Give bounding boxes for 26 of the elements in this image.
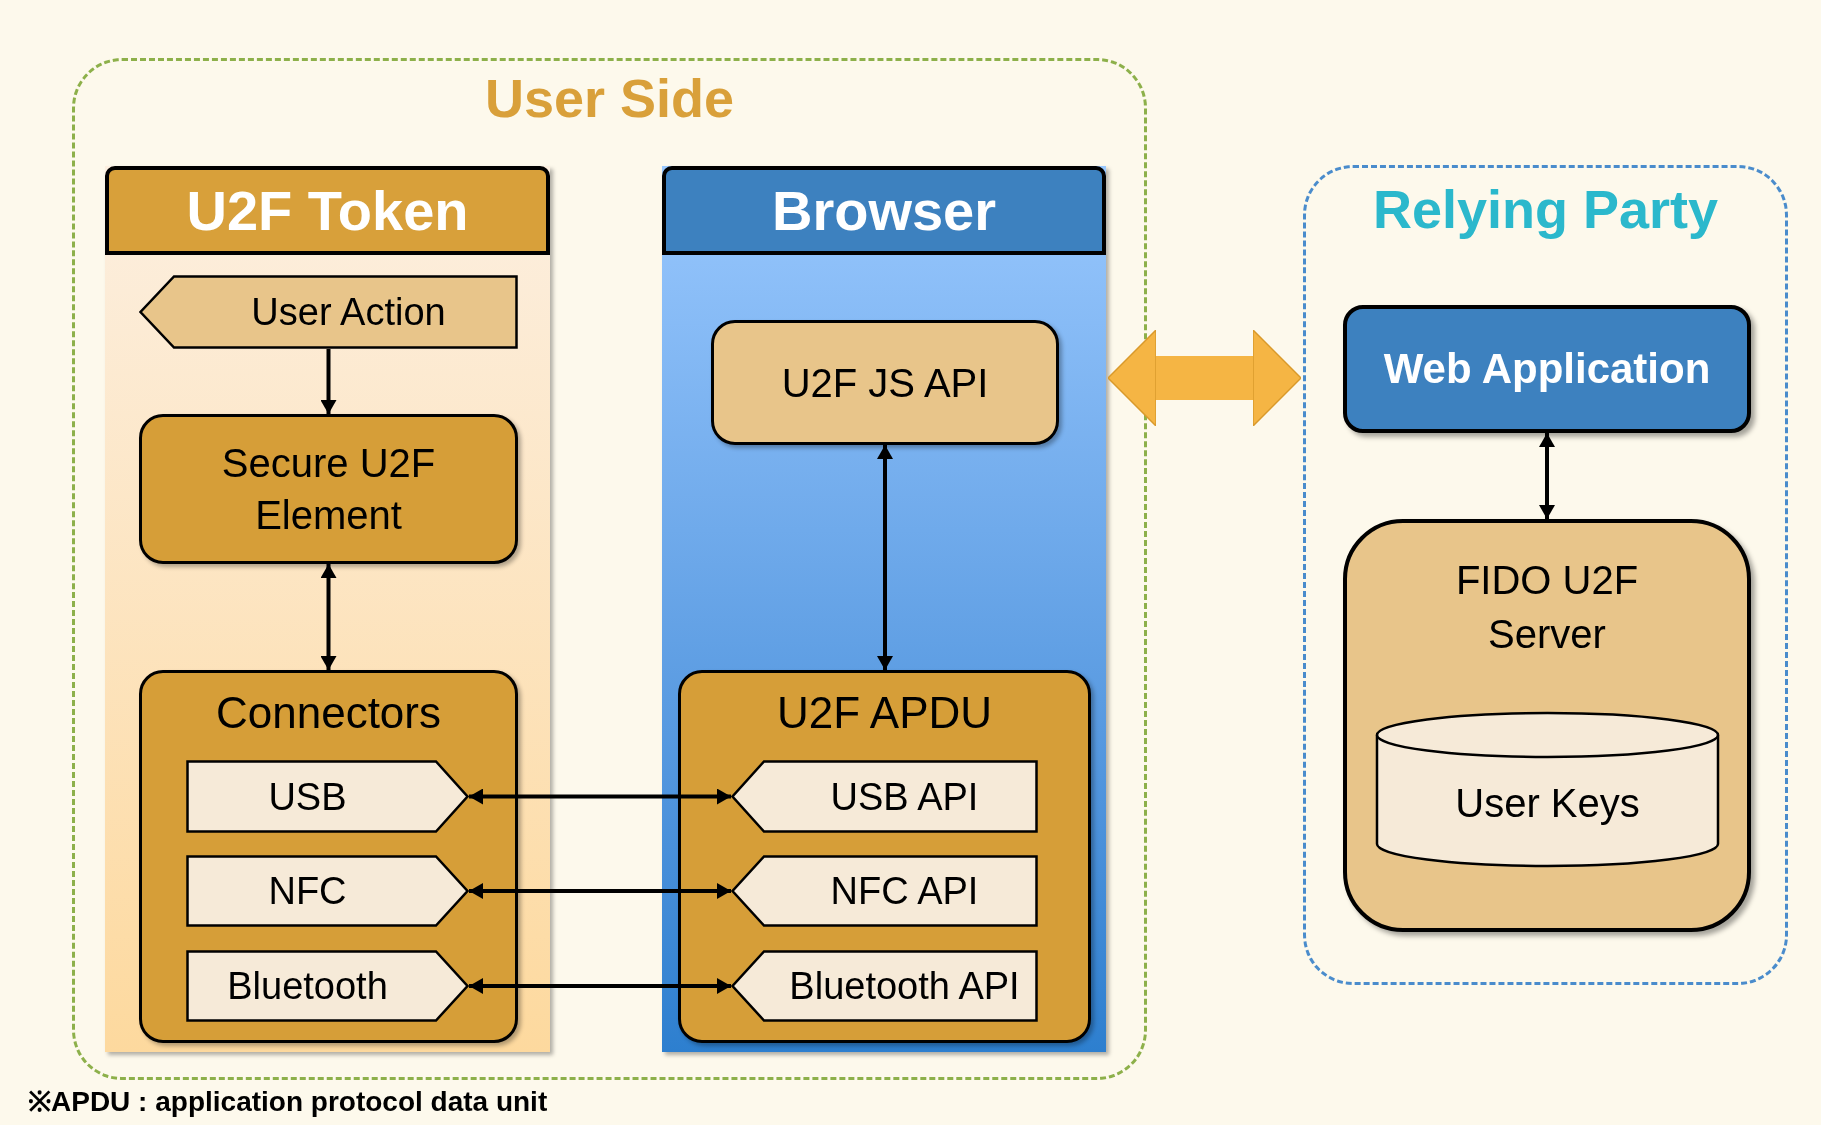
tag-label: User Action <box>251 293 446 331</box>
box-label: FIDO U2F Server <box>1454 557 1640 658</box>
tag-label: NFC <box>268 872 347 910</box>
tag-label: USB <box>268 777 347 816</box>
box-label: User Keys <box>1455 783 1640 823</box>
arrow <box>469 883 731 899</box>
arrow <box>320 564 337 670</box>
arrow <box>877 445 893 670</box>
box-label: Connectors <box>215 691 442 735</box>
tag-label: NFC API <box>830 872 979 910</box>
footnote: ※APDU : application protocol data unit <box>28 1086 548 1117</box>
arrow <box>469 978 731 994</box>
tag-label: Bluetooth API <box>789 967 1020 1005</box>
tag-label: Bluetooth <box>227 967 388 1005</box>
box-label: U2F JS API <box>781 359 989 407</box>
tag-label: USB API <box>830 777 979 816</box>
arrow <box>1539 433 1555 519</box>
arrow <box>320 349 337 414</box>
column-header: Browser <box>662 166 1106 255</box>
arrow <box>469 788 731 805</box>
block-arrow <box>1107 329 1302 427</box>
box-label: Secure U2F Element <box>220 440 437 539</box>
column-header: U2F Token <box>105 166 550 255</box>
group-title: User Side <box>484 71 735 125</box>
box-label: Web Application <box>1383 348 1711 390</box>
box-label: U2F APDU <box>775 691 994 735</box>
